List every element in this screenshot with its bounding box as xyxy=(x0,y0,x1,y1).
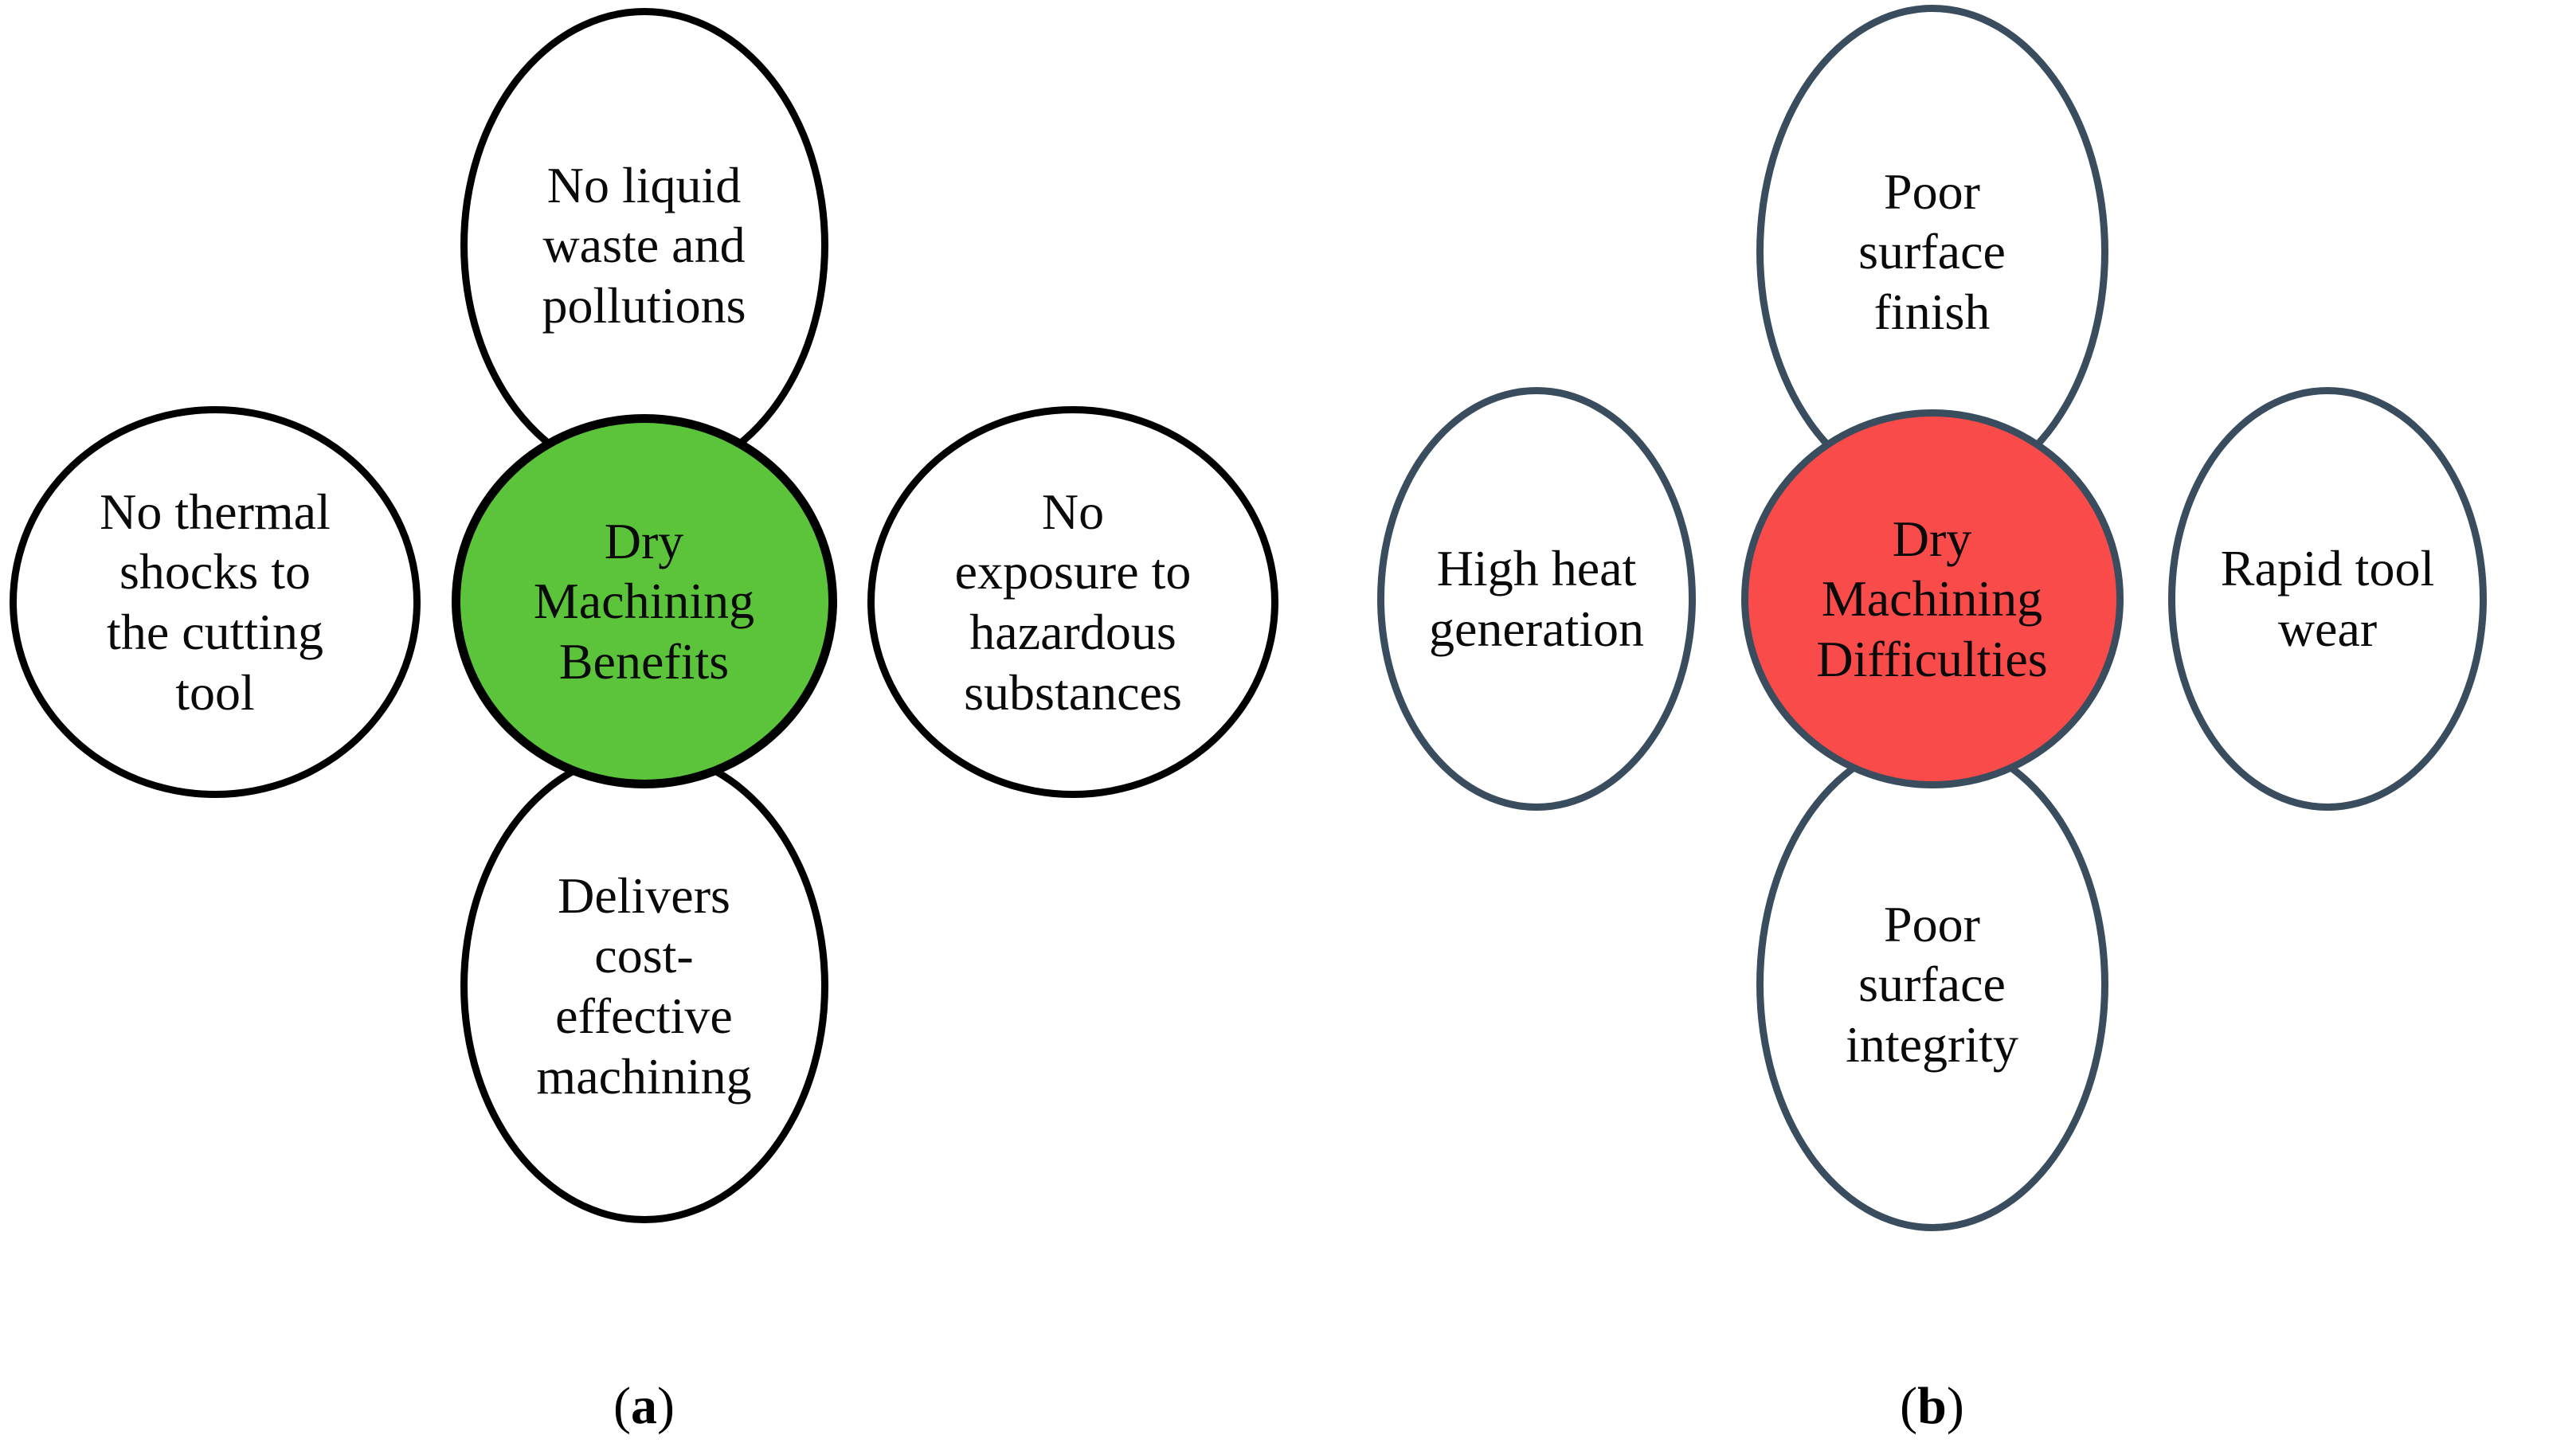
petal-bottom-difficulties: Poor surface integrity xyxy=(1756,737,2108,1231)
petal-left-difficulties-label: High heat generation xyxy=(1428,540,1645,657)
caption-b: (b) xyxy=(1288,1376,2576,1437)
petal-right-difficulties: Rapid tool wear xyxy=(2168,387,2487,811)
panel-difficulties: Poor surface finish High heat generation… xyxy=(1288,0,2576,1451)
petal-top-benefits-label: No liquid waste and pollutions xyxy=(542,156,746,334)
cluster-difficulties: Poor surface finish High heat generation… xyxy=(1288,0,2576,1306)
hub-benefits: Dry Machining Benefits xyxy=(451,414,837,788)
petal-right-difficulties-label: Rapid tool wear xyxy=(2220,540,2435,657)
caption-b-text: (b) xyxy=(1900,1377,1964,1435)
caption-a-text: (a) xyxy=(613,1377,675,1435)
petal-left-benefits-label: No thermal shocks to the cutting tool xyxy=(100,483,331,721)
caption-a: (a) xyxy=(0,1376,1288,1437)
petal-bottom-benefits: Delivers cost- effective machining xyxy=(460,749,828,1223)
hub-benefits-label: Dry Machining Benefits xyxy=(533,512,755,690)
petal-bottom-benefits-label: Delivers cost- effective machining xyxy=(536,866,752,1105)
petal-left-difficulties: High heat generation xyxy=(1377,387,1696,811)
petal-top-benefits: No liquid waste and pollutions xyxy=(460,8,828,483)
petal-top-difficulties-label: Poor surface finish xyxy=(1858,162,2006,340)
petal-left-benefits: No thermal shocks to the cutting tool xyxy=(10,406,421,798)
petal-bottom-difficulties-label: Poor surface integrity xyxy=(1846,895,2018,1073)
hub-difficulties: Dry Machining Difficulties xyxy=(1740,409,2124,788)
panel-benefits: No liquid waste and pollutions No therma… xyxy=(0,0,1288,1437)
petal-right-benefits-label: No exposure to hazardous substances xyxy=(954,483,1192,721)
petal-right-benefits: No exposure to hazardous substances xyxy=(867,406,1278,798)
hub-difficulties-label: Dry Machining Difficulties xyxy=(1816,510,2048,687)
cluster-benefits: No liquid waste and pollutions No therma… xyxy=(0,0,1288,1306)
